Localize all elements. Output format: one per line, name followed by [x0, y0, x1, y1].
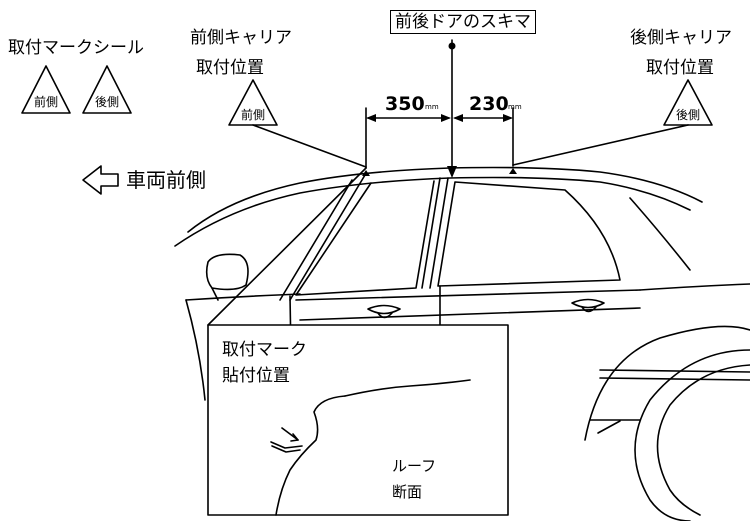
vehicle-front-label: 車両前側: [126, 168, 206, 192]
rear-carrier-label-line2: 取付位置: [646, 58, 714, 78]
door-gap-label: 前後ドアのスキマ: [390, 10, 536, 34]
inset-title-line2: 貼付位置: [222, 366, 290, 386]
rear-carrier-label-line1: 後側キャリア: [630, 28, 732, 48]
rear-offset-unit: mm: [508, 103, 522, 111]
front-carrier-mark-text: 前側: [241, 107, 265, 122]
door-gap-dot: [448, 42, 456, 50]
mark-seal-label: 取付マークシール: [8, 38, 144, 58]
rear-carrier-leader: [512, 124, 689, 166]
inset-box: [207, 324, 509, 516]
rear-carrier-mark-text: 後側: [676, 108, 700, 122]
front-offset-unit: mm: [425, 103, 439, 111]
roof-section-label-line1: ルーフ: [392, 457, 437, 475]
roof-section-label-line2: 断面: [392, 483, 423, 501]
legend-rear-mark-text: 後側: [95, 95, 119, 109]
front-mark-triangle-legend: [21, 65, 71, 114]
inset-leader: [207, 167, 367, 326]
front-carrier-label-line2: 取付位置: [196, 58, 264, 78]
front-carrier-label-line1: 前側キャリア: [190, 28, 292, 48]
front-carrier-leader: [252, 124, 367, 168]
front-offset-value: 350: [385, 93, 425, 115]
rear-mark-triangle-legend: [82, 65, 132, 114]
inset-title-line1: 取付マーク: [222, 340, 307, 360]
rear-offset-value: 230: [469, 93, 509, 115]
legend-front-mark-text: 前側: [34, 94, 58, 109]
vehicle-front-arrow: [82, 165, 119, 195]
